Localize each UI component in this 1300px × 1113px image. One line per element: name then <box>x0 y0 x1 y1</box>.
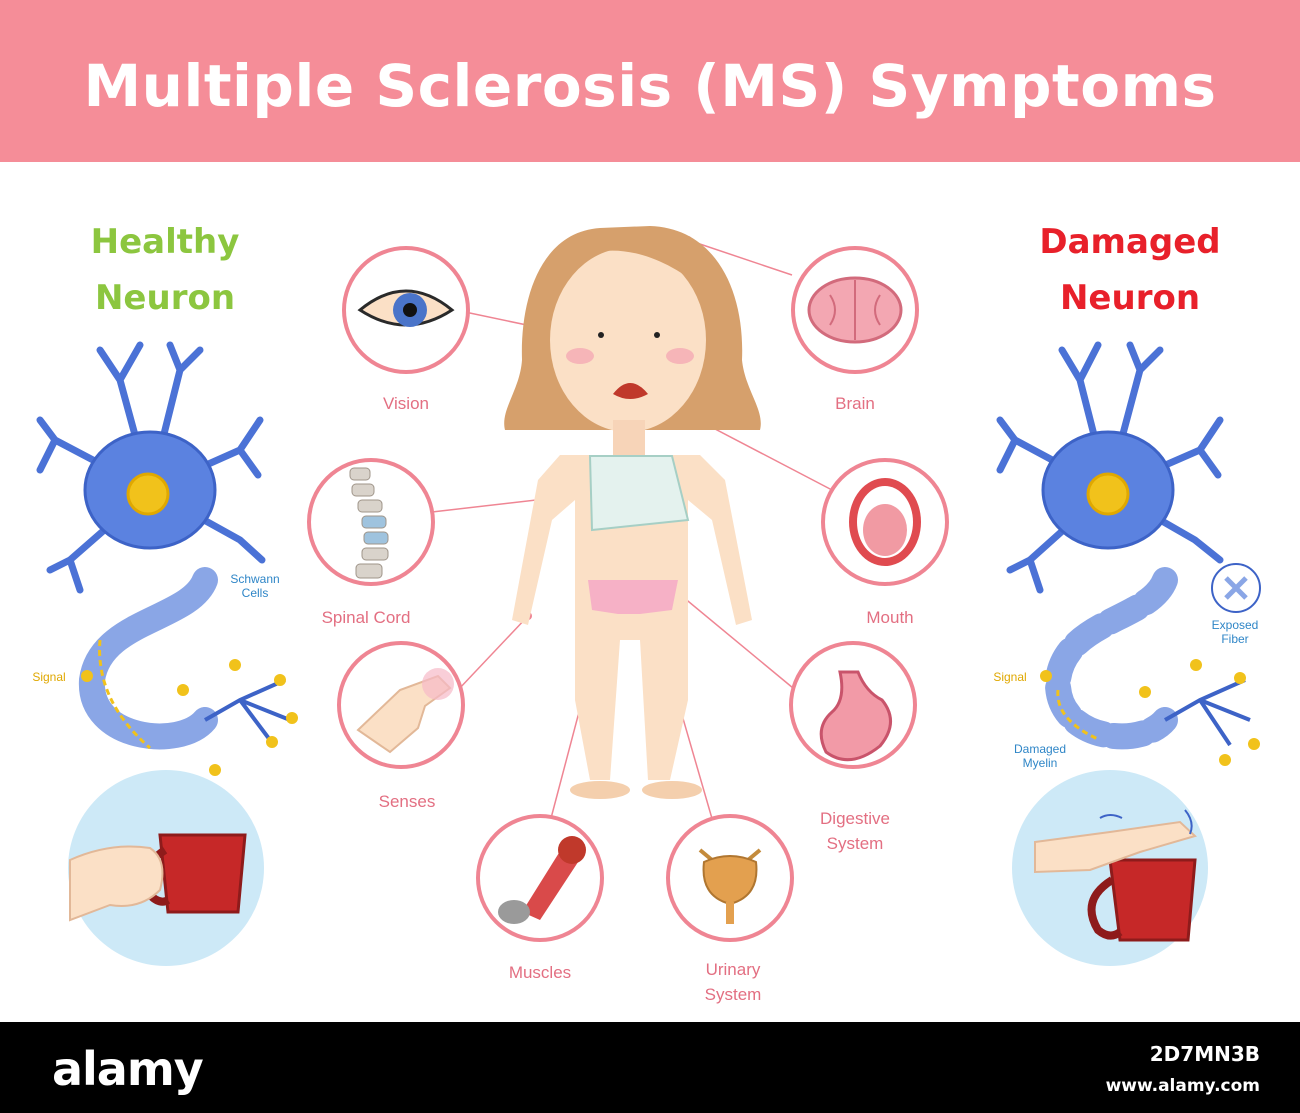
girl-figure <box>504 226 761 799</box>
damaged-title-line2: Neuron <box>1059 278 1201 318</box>
myelin-line2: Myelin <box>1022 756 1058 770</box>
mouth-icon <box>849 478 921 566</box>
page-title: Multiple Sclerosis (MS) Symptoms <box>83 52 1217 120</box>
healthy-title-line1: Healthy <box>90 222 240 262</box>
digestive-line2: System <box>826 834 884 853</box>
damaged-neuron-illustration <box>996 341 1261 766</box>
site-url: www.alamy.com <box>1105 1076 1260 1096</box>
schwann-line1: Schwann <box>230 572 280 586</box>
footer-bar: alamy 2D7MN3B www.alamy.com <box>0 1022 1300 1113</box>
image-id: 2D7MN3B <box>1149 1042 1260 1066</box>
brain-label: Brain <box>835 394 875 413</box>
urinary-line2: System <box>704 985 762 1004</box>
healthy-neuron-illustration <box>36 341 298 776</box>
urinary-line1: Urinary <box>705 960 761 979</box>
exposed-line2: Fiber <box>1221 632 1249 646</box>
vision-label: Vision <box>383 394 429 413</box>
muscle-icon <box>498 836 586 924</box>
damaged-myelin-label: Damaged Myelin <box>1005 742 1075 770</box>
mouth-label: Mouth <box>866 608 914 627</box>
healthy-neuron-title: Healthy Neuron <box>60 214 270 326</box>
spinal-cord-label: Spinal Cord <box>321 608 411 627</box>
exposed-fiber-label: Exposed Fiber <box>1205 618 1265 646</box>
bladder-icon <box>698 848 762 924</box>
healthy-title-line2: Neuron <box>94 278 236 318</box>
digestive-line1: Digestive <box>820 809 890 828</box>
healthy-signal-label: Signal <box>32 670 66 684</box>
digestive-system-label: Digestive System <box>805 806 905 856</box>
muscles-label: Muscles <box>508 963 572 982</box>
urinary-system-label: Urinary System <box>683 957 783 1007</box>
stomach-icon <box>819 670 892 762</box>
spinal-cord-icon <box>349 467 389 579</box>
damaged-title-line1: Damaged <box>1039 222 1221 262</box>
damaged-neuron-title: Damaged Neuron <box>1010 214 1250 326</box>
damaged-cup-illustration <box>1012 770 1208 966</box>
myelin-line1: Damaged <box>1013 742 1067 756</box>
schwann-cells-label: Schwann Cells <box>225 572 285 600</box>
exposed-line1: Exposed <box>1211 618 1259 632</box>
alamy-logo: alamy <box>52 1042 204 1096</box>
hand-icon <box>356 668 454 754</box>
schwann-line2: Cells <box>241 586 269 600</box>
senses-label: Senses <box>378 792 436 811</box>
brain-icon <box>807 276 903 344</box>
infographic-art <box>36 226 1261 966</box>
healthy-cup-illustration <box>68 770 264 966</box>
damaged-signal-label: Signal <box>993 670 1027 684</box>
eye-icon <box>357 289 455 327</box>
title-banner: Multiple Sclerosis (MS) Symptoms <box>0 0 1300 162</box>
